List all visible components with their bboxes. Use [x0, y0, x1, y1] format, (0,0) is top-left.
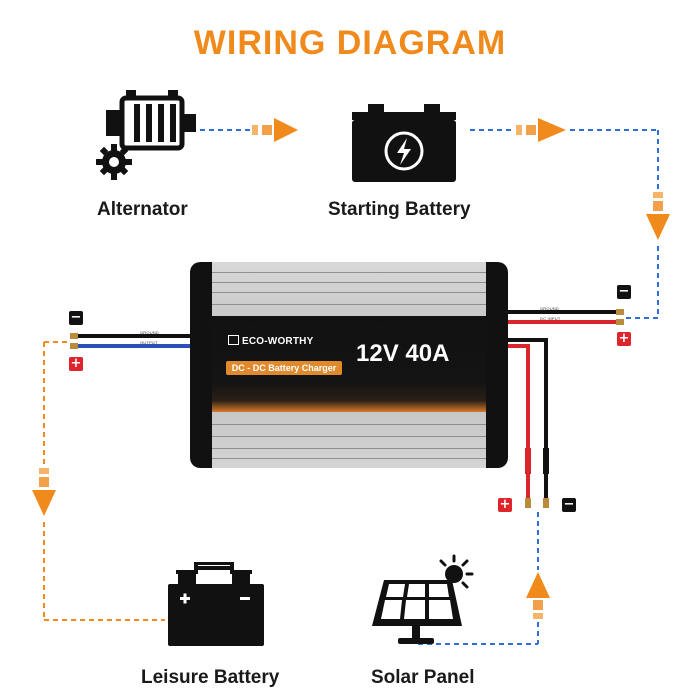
heatsink-fin: [212, 436, 486, 437]
heatsink-fin: [212, 424, 486, 425]
arrow-down-icon: [32, 468, 56, 516]
charger-brand: ECO-WORTHY: [242, 336, 314, 347]
heatsink-fin: [212, 448, 486, 449]
page-title: WIRING DIAGRAM: [193, 24, 507, 62]
negative-terminal-icon: −: [617, 284, 631, 299]
label-alternator: Alternator: [97, 199, 188, 220]
negative-terminal-icon: −: [562, 497, 576, 512]
positive-terminal-icon: +: [69, 356, 83, 371]
charger-endcap-left: [190, 262, 212, 468]
heatsink-fin: [212, 458, 486, 459]
label-solar-panel: Solar Panel: [371, 667, 475, 688]
brand-logo-icon: [228, 335, 239, 345]
charger-endcap-right: [486, 262, 508, 468]
alternator-icon: [96, 90, 196, 180]
arrow-right-icon: [516, 118, 566, 142]
wire-label-ground-out: GROUND: [140, 330, 159, 335]
heatsink-fin: [212, 282, 486, 283]
arrow-down-icon: [646, 192, 670, 240]
label-leisure-battery: Leisure Battery: [141, 667, 280, 688]
heatsink-fin: [212, 292, 486, 293]
input-wires: [508, 309, 624, 325]
heatsink-fin: [212, 272, 486, 273]
charger-product-label: DC - DC Battery Charger: [226, 361, 342, 375]
solar-panel-icon: [372, 554, 474, 644]
positive-terminal-icon: +: [498, 497, 512, 512]
label-starting-battery: Starting Battery: [328, 199, 471, 220]
heatsink-fin: [212, 304, 486, 305]
arrow-right-icon: [252, 118, 298, 142]
solar-wires: [508, 338, 549, 508]
positive-terminal-icon: +: [617, 331, 631, 346]
leisure-battery-icon: [168, 562, 264, 646]
output-wires: [70, 333, 192, 349]
wire-label-output: OUTPUT: [140, 340, 158, 345]
wire-label-dc-input: DC INPUT: [540, 316, 561, 321]
arrow-up-icon: [526, 572, 550, 619]
starting-battery-icon: [352, 104, 456, 182]
negative-terminal-icon: −: [69, 310, 83, 325]
wire-label-ground-in: GROUND: [540, 306, 559, 311]
charger-rating: 12V 40A: [356, 340, 450, 367]
